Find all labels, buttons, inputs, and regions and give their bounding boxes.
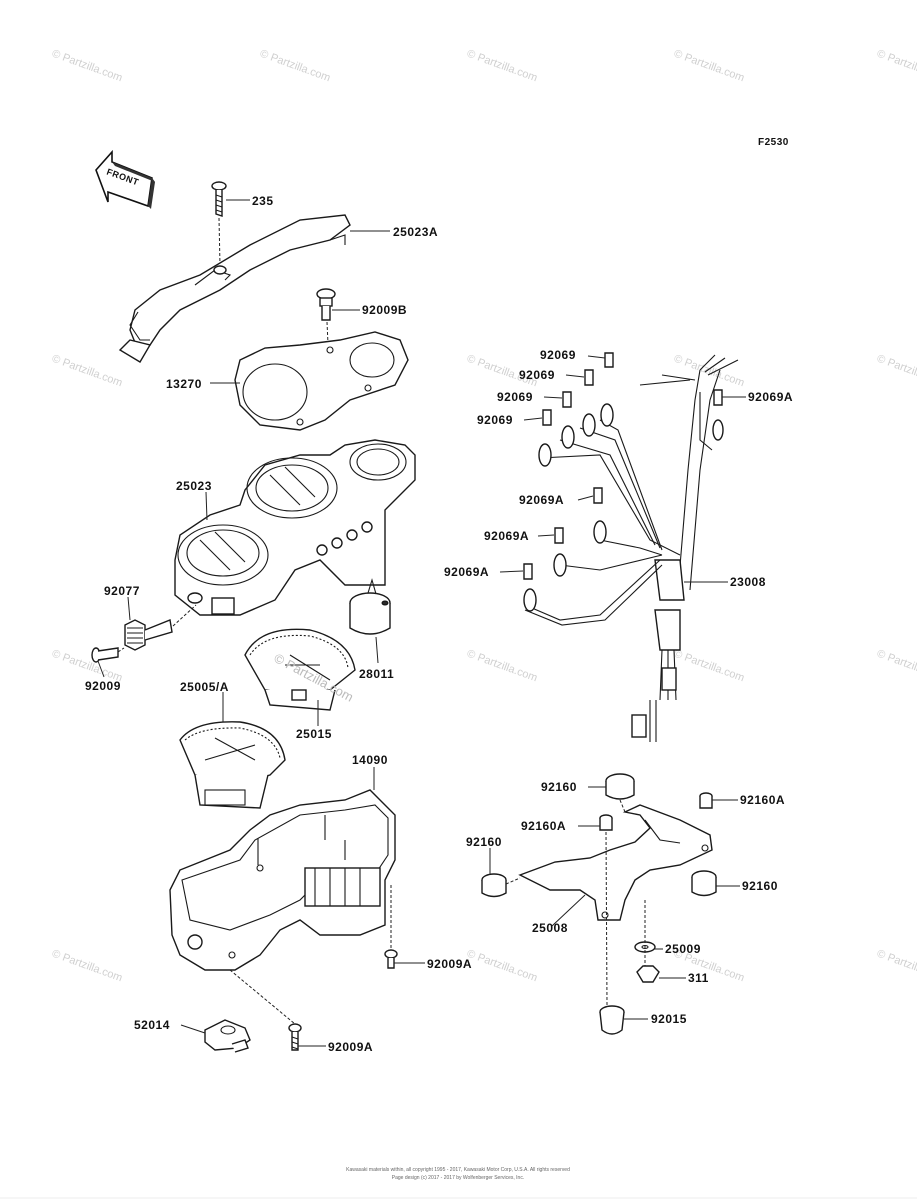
screw-icon [91,647,119,663]
callout-92015: 92015 [651,1012,687,1026]
callout-92069: 92069 [477,413,513,427]
gauge-icon [179,721,286,809]
callout-23008: 23008 [730,575,766,589]
grommet-icon [691,870,717,897]
callout-25008: 25008 [532,921,568,935]
callout-311: 311 [688,971,709,985]
callout-92160: 92160 [466,835,502,849]
knob-icon [124,619,173,651]
callout-25015: 25015 [296,727,332,741]
callout-92069A: 92069A [444,565,490,579]
callout-52014: 52014 [134,1018,170,1032]
screw-icon [211,181,227,217]
callout-92069: 92069 [497,390,533,404]
bracket-icon [518,804,713,921]
callout-92069: 92069 [519,368,555,382]
bulb-icon [523,352,723,580]
callout-13270: 13270 [166,377,202,391]
callout-25005A: 25005/A [180,680,229,694]
callout-92069A: 92069A [748,390,794,404]
callout-92077: 92077 [104,584,140,598]
callout-92069A: 92069A [519,493,565,507]
sensor-icon [204,1019,251,1053]
callout-28011: 28011 [359,667,395,681]
callout-92160: 92160 [541,780,577,794]
callout-25023A: 25023A [393,225,439,239]
nut-icon [636,965,660,983]
callout-25023: 25023 [176,479,212,493]
copyright-line: Kawasaki materials within, all copyright… [346,1167,570,1173]
callout-92009A-upper: 92009A [427,957,473,971]
wiring-harness-icon [523,354,739,742]
socket-icon [349,578,391,635]
callout-235: 235 [252,194,274,208]
gasket-icon [234,331,409,431]
front-arrow-icon [95,149,155,209]
collar-icon [599,792,713,831]
callout-92160: 92160 [742,879,778,893]
screw-icon [288,1023,302,1051]
grommet-icon [605,773,635,800]
callout-92069A: 92069A [484,529,530,543]
copyright-line: Page design (c) 2017 - 2017 by Wolfenber… [391,1175,525,1181]
screw-icon [316,288,336,321]
screw-icon [384,949,398,969]
meter-case-icon [174,439,416,616]
callout-92160A: 92160A [521,819,567,833]
cover-icon [118,214,351,363]
callout-14090: 14090 [352,753,388,767]
grommet-icon [481,873,507,898]
callout-92009: 92009 [85,679,121,693]
callout-92160A: 92160A [740,793,786,807]
callout-25009: 25009 [665,942,701,956]
callout-92009A-lower: 92009A [328,1040,374,1054]
damper-icon [599,1005,625,1035]
callout-92009B: 92009B [362,303,408,317]
callout-92069: 92069 [540,348,576,362]
figure-code: F2530 [758,137,789,148]
lower-case-icon [169,789,396,971]
